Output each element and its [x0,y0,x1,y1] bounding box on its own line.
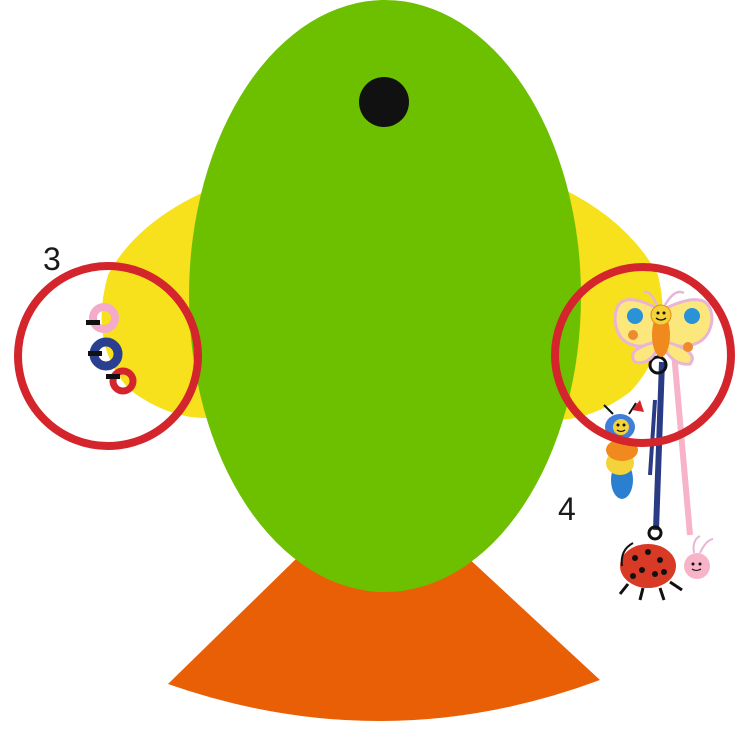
ring-clip [106,374,120,379]
callout-4: 4 [558,491,576,527]
navy-string [656,362,662,530]
navy-string-2 [650,400,655,475]
mobile-toy [604,292,713,600]
eye [359,77,409,127]
ring-clip [86,320,100,325]
ring-clip [88,351,102,356]
callout-3: 3 [43,241,61,277]
ladybug-icon [620,536,713,600]
caterpillar-icon [604,400,644,499]
